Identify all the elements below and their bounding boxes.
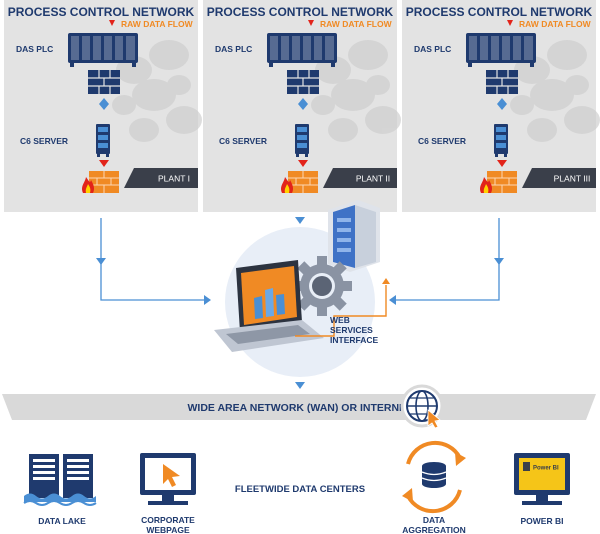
powerbi-screen-text: Power BI (533, 466, 559, 472)
plant-network-title: PROCESS CONTROL NETWORK (8, 5, 195, 19)
plant-tag (323, 168, 397, 188)
plant-tag (124, 168, 198, 188)
data-aggregation: DATA AGGREGATION (402, 440, 466, 534)
c6-server-label: C6 SERVER (219, 136, 267, 146)
down-arrow-icon (99, 160, 109, 167)
network-firewall-icon (286, 69, 320, 95)
plant-label: PLANT I (158, 174, 190, 184)
arrow-down-icon (295, 382, 305, 389)
plant-panel-1: PROCESS CONTROL NETWORK RAW DATA FLOW DA… (4, 0, 202, 212)
network-firewall-icon (485, 69, 519, 95)
network-firewall-icon (87, 69, 121, 95)
flow-lines (100, 218, 500, 301)
c6-server-icon (494, 124, 508, 157)
das-plc-rack (68, 33, 138, 67)
gear-icon (292, 256, 352, 316)
down-arrow-icon (497, 160, 507, 167)
das-plc-rack (466, 33, 536, 67)
plant-label: PLANT II (356, 174, 390, 184)
arrow-left-icon (389, 295, 396, 305)
corporate-label-line1: CORPORATE (141, 515, 195, 525)
web-services-hub: WEB SERVICES INTERFACE (214, 200, 390, 377)
plant-panel-3: PROCESS CONTROL NETWORK RAW DATA FLOW DA… (402, 0, 600, 212)
plant-label: PLANT III (554, 174, 591, 184)
data-lake: DATA LAKE (23, 454, 97, 526)
bidirectional-arrow-icon (298, 98, 308, 110)
aggregation-label-line2: AGGREGATION (402, 525, 466, 534)
plant-network-title: PROCESS CONTROL NETWORK (207, 5, 394, 19)
bidirectional-arrow-icon (497, 98, 507, 110)
arrow-down-icon (96, 258, 106, 265)
powerbi-monitor-icon: Power BI (514, 453, 570, 505)
data-lake-server-icon (23, 454, 97, 506)
interface-connector (295, 285, 387, 337)
down-arrow-icon (298, 160, 308, 167)
aggregation-label-line1: DATA (423, 515, 445, 525)
raw-data-flow-label: RAW DATA FLOW (320, 19, 393, 29)
das-plc-label: DAS PLC (215, 44, 252, 54)
das-plc-rack (267, 33, 337, 67)
corporate-label-line2: WEBPAGE (146, 525, 190, 534)
database-sync-icon (402, 440, 466, 514)
fleetwide-label: FLEETWIDE DATA CENTERS (235, 484, 365, 495)
arrow-down-icon (295, 217, 305, 224)
wan-label: WIDE AREA NETWORK (WAN) OR INTERNET (188, 402, 414, 414)
arrow-down-icon (494, 258, 504, 265)
das-plc-label: DAS PLC (414, 44, 451, 54)
globe-icon (400, 384, 444, 429)
plant-network-title: PROCESS CONTROL NETWORK (406, 5, 593, 19)
arrow-right-icon (204, 295, 211, 305)
web-services-label-line3: INTERFACE (330, 335, 379, 345)
web-server-tower-icon (328, 200, 380, 272)
laptop-icon (214, 260, 324, 352)
raw-data-flow-label: RAW DATA FLOW (519, 19, 592, 29)
bidirectional-arrow-icon (99, 98, 109, 110)
plant-tag (522, 168, 596, 188)
wan-band: WIDE AREA NETWORK (WAN) OR INTERNET (2, 384, 596, 429)
powerbi-label: POWER BI (521, 516, 564, 526)
data-lake-label: DATA LAKE (38, 516, 86, 526)
power-bi: Power BI POWER BI (514, 453, 570, 526)
raw-data-flow-label: RAW DATA FLOW (121, 19, 194, 29)
web-services-label-line1: WEB (330, 315, 350, 325)
c6-server-icon (96, 124, 110, 157)
c6-server-label: C6 SERVER (418, 136, 466, 146)
plant-panel-2: PROCESS CONTROL NETWORK RAW DATA FLOW DA… (203, 0, 401, 212)
c6-server-icon (295, 124, 309, 157)
das-plc-label: DAS PLC (16, 44, 53, 54)
monitor-cursor-icon (140, 453, 196, 505)
corporate-webpage: CORPORATE WEBPAGE (140, 453, 196, 534)
c6-server-label: C6 SERVER (20, 136, 68, 146)
web-services-label-line2: SERVICES (330, 325, 373, 335)
